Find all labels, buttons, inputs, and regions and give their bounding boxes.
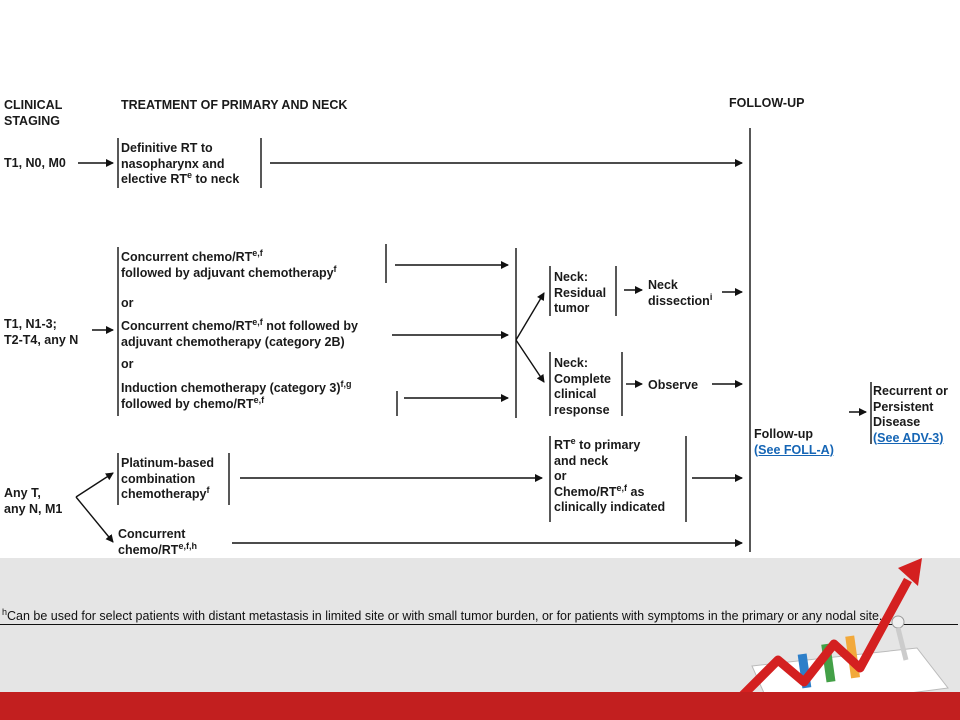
stage-t1-n0-m0: T1, N0, M0 [4,156,66,170]
box-concurrent-chemo-rt: Concurrent chemo/RTe,f,h [118,527,197,558]
opt2-line2: adjuvant chemotherapy (category 2B) [121,334,345,349]
box-follow-up: Follow-up (See FOLL-A) [754,427,834,458]
header-clinical-line1: CLINICAL [4,98,63,112]
header-treatment: TREATMENT OF PRIMARY AND NECK [121,98,348,112]
complete-line3: clinical [554,387,597,401]
concurrent-line1: Concurrent [118,527,186,541]
footnote-divider [0,624,958,625]
header-clinical-line2: STAGING [4,113,61,128]
definitive-rt-line2: nasopharynx and [121,156,225,171]
box-rt-or-chemo-rt: RTe to primary and neck or Chemo/RTe,f a… [554,436,666,516]
recurrent-line1: Recurrent or [873,384,949,398]
definitive-rt-line3: elective RTe to neck [121,170,240,187]
header-follow-up: FOLLOW-UP [729,96,805,110]
arrow-to-residual [515,292,545,341]
box-neck-residual: Neck: Residual tumor [554,270,606,317]
definitive-rt-line1: Definitive RT to [121,141,213,155]
rt-line4: Chemo/RTe,f as [554,482,645,499]
box-neck-complete: Neck: Complete clinical response [554,356,611,418]
complete-line2: Complete [554,371,611,386]
stage-m1-line2: any N, M1 [4,501,63,516]
complete-line1: Neck: [554,356,589,370]
opt3-line2: followed by chemo/RTe,f [121,394,265,411]
rt-line1: RTe to primary [554,436,641,453]
option-concurrent-no-adjuvant: Concurrent chemo/RTe,f not followed by a… [121,317,358,350]
stage-any-t-m1: Any T, any N, M1 [4,486,62,517]
or-separator-2: or [121,357,134,371]
box-observe: Observe [648,378,699,392]
opt2-line1: Concurrent chemo/RTe,f not followed by [121,317,358,334]
option-concurrent-adjuvant: Concurrent chemo/RTe,f followed by adjuv… [121,248,337,281]
rt-line5: clinically indicated [554,500,666,514]
header-clinical-staging: CLINICAL STAGING [4,98,62,129]
platinum-line3: chemotherapyf [121,485,210,502]
footer-red-bar [0,692,960,720]
dissection-line2: dissectioni [648,291,713,308]
arrow-m1-to-concurrent [75,496,114,543]
residual-line3: tumor [554,301,590,315]
opt1-line1: Concurrent chemo/RTe,f [121,248,263,265]
red-trend-arrow-icon [728,577,912,710]
footnote-h: hCan be used for select patients with di… [2,607,883,624]
link-see-adv-3[interactable]: (See ADV-3) [873,430,944,445]
concurrent-line2: chemo/RTe,f,h [118,540,197,557]
box-recurrent-disease: Recurrent or Persistent Disease (See ADV… [873,384,948,446]
stage-n13-line2: T2-T4, any N [4,332,79,347]
opt3-line1: Induction chemotherapy (category 3)f,g [121,379,352,396]
complete-line4: response [554,402,610,417]
or-separator-1: or [121,296,134,310]
red-arrow-head-icon [898,558,922,586]
recurrent-line2: Persistent [873,399,934,414]
opt1-line2: followed by adjuvant chemotherapyf [121,263,337,280]
stage-m1-line1: Any T, [4,486,41,500]
arrow-to-complete [515,339,545,383]
box-neck-dissection: Neck dissectioni [648,278,712,309]
rt-line3-or: or [554,469,567,483]
residual-line2: Residual [554,285,607,300]
rt-line2: and neck [554,453,609,468]
box-platinum-chemo: Platinum-based combination chemotherapyf [121,456,214,503]
residual-line1: Neck: [554,270,589,284]
platinum-line2: combination [121,471,196,486]
flowchart-connectors [75,128,872,552]
recurrent-line3: Disease [873,415,921,429]
link-see-foll-a[interactable]: (See FOLL-A) [754,442,834,457]
followup-label: Follow-up [754,427,814,441]
platinum-line1: Platinum-based [121,456,215,470]
figure-body-icon [895,627,909,661]
dissection-line1: Neck [648,278,678,292]
box-definitive-rt: Definitive RT to nasopharynx and electiv… [121,141,239,188]
stage-n13-line1: T1, N1-3; [4,317,57,331]
figure-head-icon [891,615,905,629]
option-induction-chemo: Induction chemotherapy (category 3)f,g f… [121,379,352,412]
arrow-m1-to-platinum [75,472,114,498]
stage-t1-n1-3: T1, N1-3; T2-T4, any N [4,317,78,348]
